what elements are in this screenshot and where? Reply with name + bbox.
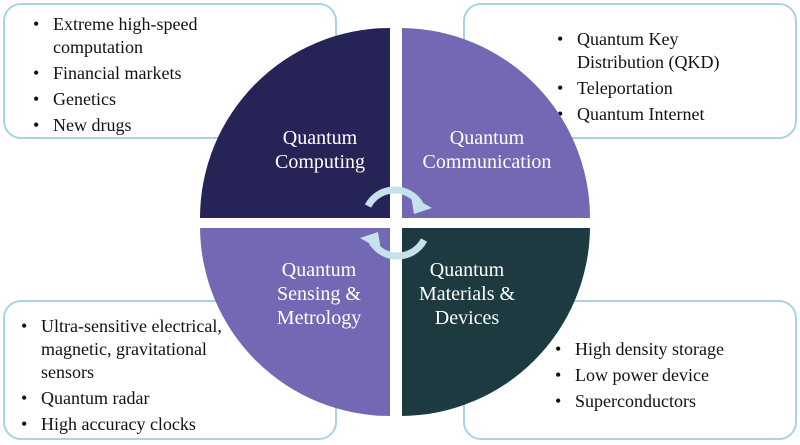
- list-item: High accuracy clocks: [19, 413, 249, 436]
- list-item: Teleportation: [555, 77, 765, 100]
- quadrant-sensing-title: Quantum Sensing & Metrology: [276, 259, 362, 329]
- list-item: Extreme high-speed computation: [31, 13, 261, 59]
- list-item: Ultra-sensitive electrical, magnetic, gr…: [19, 315, 249, 384]
- quadrant-communication: [402, 28, 590, 218]
- quadrant-communication-title: Quantum Communication: [422, 127, 552, 173]
- sensing-applications-list: Ultra-sensitive electrical, magnetic, gr…: [19, 315, 249, 439]
- quadrant-materials-title: Quantum Materials & Devices: [418, 259, 516, 329]
- list-item: Genetics: [31, 88, 261, 111]
- list-item: Superconductors: [553, 390, 783, 413]
- communication-applications-list: Quantum Key Distribution (QKD) Teleporta…: [555, 28, 765, 129]
- quadrant-computing: [200, 28, 390, 218]
- list-item: Low power device: [553, 364, 783, 387]
- materials-applications-list: High density storage Low power device Su…: [553, 338, 783, 416]
- quadrant-materials: [402, 228, 590, 416]
- cycle-arrow-icon: [360, 186, 432, 260]
- list-item: New drugs: [31, 114, 261, 137]
- quadrant-computing-title: Quantum Computing: [274, 127, 365, 173]
- horizontal-divider: [190, 218, 600, 228]
- list-item: Quantum Internet: [555, 103, 765, 126]
- list-item: Quantum radar: [19, 387, 249, 410]
- computing-applications-list: Extreme high-speed computation Financial…: [31, 13, 261, 140]
- list-item: Financial markets: [31, 62, 261, 85]
- quadrant-sensing: [200, 228, 390, 417]
- list-item: Quantum Key Distribution (QKD): [555, 28, 765, 74]
- list-item: High density storage: [553, 338, 783, 361]
